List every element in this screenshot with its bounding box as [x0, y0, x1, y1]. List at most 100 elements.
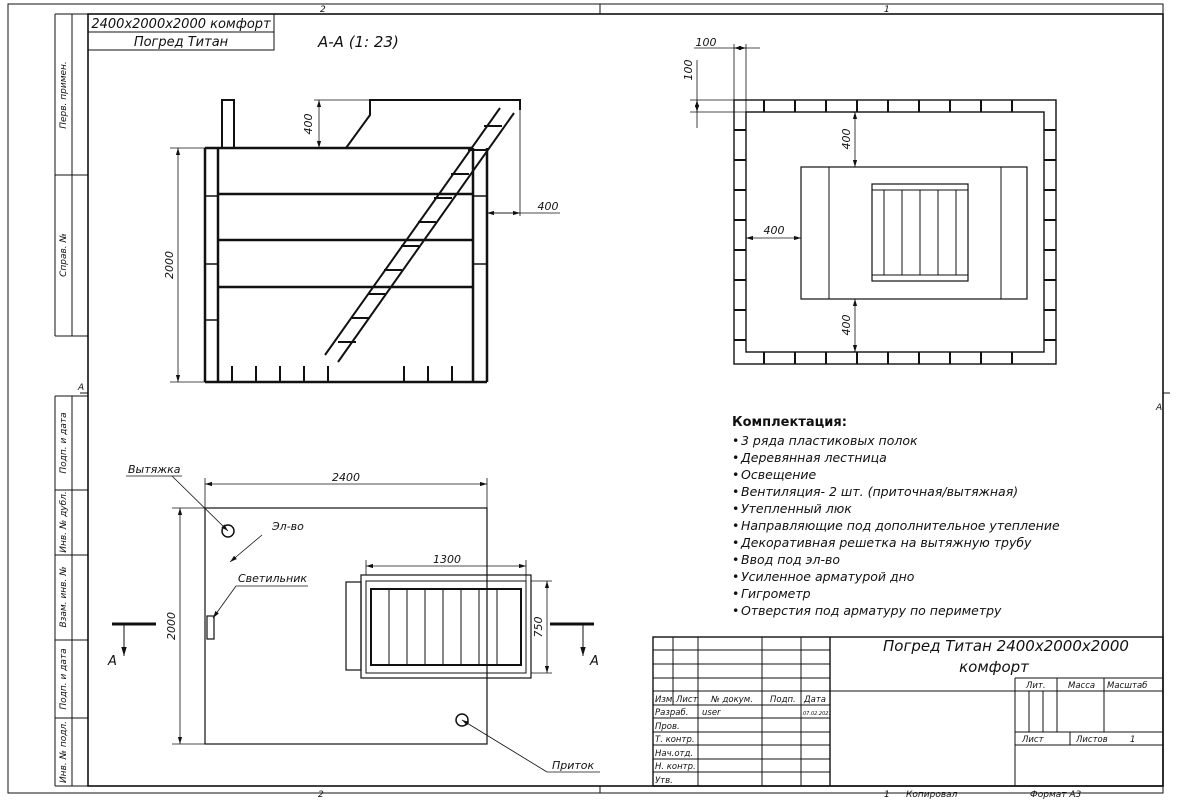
- specification-item: •Декоративная решетка на вытяжную трубу: [732, 534, 1112, 551]
- section-dim-side: 400: [538, 200, 559, 213]
- specification-list: Комплектация: •3 ряда пластиковых полок•…: [732, 414, 1112, 619]
- specification-item-text: Усиленное арматурой дно: [741, 569, 915, 584]
- tb-col-izm: Изм.: [655, 695, 675, 705]
- tb-sheet-label: Лист: [1021, 735, 1045, 745]
- top-dim-brick-height: 100: [682, 60, 695, 81]
- top-stamp-line2: 2400x2000x2000 комфорт: [91, 17, 271, 32]
- strip-label-5: Подп. и дата: [59, 648, 69, 709]
- left-side-strip: [54, 13, 88, 787]
- specification-item: •Вентиляция- 2 шт. (приточная/вытяжная): [732, 483, 1112, 500]
- specification-item-text: Вентиляция- 2 шт. (приточная/вытяжная): [741, 484, 1019, 499]
- bullet-icon: •: [732, 569, 740, 584]
- specification-item: •Деревянная лестница: [732, 449, 1112, 466]
- copied-label: Копировал: [906, 790, 958, 800]
- specification-item-text: Декоративная решетка на вытяжную трубу: [741, 535, 1032, 550]
- bullet-icon: •: [732, 586, 740, 601]
- strip-label-6: Инв. № подл.: [59, 721, 69, 783]
- tb-col-doc: № докум.: [710, 695, 753, 705]
- tb-scale-label: Масштаб: [1107, 681, 1147, 691]
- title-name-line2: комфорт: [959, 658, 1030, 676]
- strip-label-0: Перв. примен.: [59, 61, 69, 129]
- zone-side-right: A: [1155, 403, 1162, 413]
- strip-label-2: Подп. и дата: [59, 412, 69, 473]
- tb-row-prov: Пров.: [655, 722, 680, 732]
- tb-row-tkontr: Т. контр.: [655, 735, 695, 745]
- bullet-icon: •: [732, 450, 740, 465]
- top-view-dimensions: [690, 44, 858, 352]
- top-stamp: [87, 13, 275, 51]
- ladder: [324, 107, 515, 363]
- zone-side-left: A: [77, 383, 84, 393]
- tb-razrab-name: user: [702, 708, 721, 718]
- plan-dim-height: 2000: [165, 612, 178, 640]
- strip-label-3: Инв. № дубл.: [59, 491, 69, 553]
- section-view: [203, 99, 521, 384]
- strip-label-4: Взам. инв. №: [59, 566, 69, 627]
- specification-title: Комплектация:: [732, 415, 847, 430]
- drawing-frame: [7, 3, 1170, 794]
- bullet-icon: •: [732, 501, 740, 516]
- top-view: [733, 99, 1057, 365]
- plan-dim-hatch-height: 750: [532, 617, 545, 638]
- specification-item: •Освещение: [732, 466, 1112, 483]
- plan-dimensions: [126, 475, 600, 773]
- tb-lit-label: Лит.: [1025, 681, 1046, 691]
- bullet-icon: •: [732, 552, 740, 567]
- specification-item-text: Отверстия под арматуру по периметру: [741, 603, 1002, 618]
- bullet-icon: •: [732, 433, 740, 448]
- plan-view: [204, 507, 532, 745]
- specification-item-text: Утепленный люк: [741, 501, 852, 516]
- section-dim-top: 400: [302, 114, 315, 135]
- top-dim-left-gap: 400: [764, 224, 785, 237]
- tb-row-razrab: Разраб.: [655, 708, 688, 718]
- tb-row-nkontr: Н. контр.: [655, 762, 696, 772]
- tb-row-nachotd: Нач.отд.: [655, 749, 693, 759]
- label-lamp: Светильник: [238, 572, 307, 585]
- specification-item: •Утепленный люк: [732, 500, 1112, 517]
- section-dimensions: [170, 99, 560, 383]
- tb-mass-label: Масса: [1068, 681, 1095, 691]
- tb-row-utv: Утв.: [655, 776, 673, 786]
- zone-bottom-right: 1: [884, 790, 890, 800]
- zone-top-right: 1: [884, 5, 890, 15]
- format-label: Формат А3: [1030, 790, 1082, 800]
- specification-item-text: 3 ряда пластиковых полок: [741, 433, 918, 448]
- strip-label-1: Справ. №: [59, 233, 69, 277]
- specification-item: •Усиленное арматурой дно: [732, 568, 1112, 585]
- tb-col-date: Дата: [803, 695, 826, 705]
- title-name-line1: Погред Титан 2400x2000x2000: [883, 637, 1129, 655]
- section-dim-height: 2000: [163, 251, 176, 279]
- specification-item-text: Деревянная лестница: [741, 450, 887, 465]
- top-dim-top-gap: 400: [840, 129, 853, 150]
- specification-item-text: Освещение: [741, 467, 817, 482]
- bullet-icon: •: [732, 484, 740, 499]
- plan-dim-width: 2400: [332, 471, 360, 484]
- section-cut-marks: [112, 622, 594, 656]
- label-inflow: Приток: [552, 759, 595, 772]
- specification-items: •3 ряда пластиковых полок•Деревянная лес…: [732, 432, 1112, 619]
- zone-top-left: 2: [320, 5, 326, 15]
- top-dim-bottom-gap: 400: [840, 315, 853, 336]
- specification-item: •3 ряда пластиковых полок: [732, 432, 1112, 449]
- bullet-icon: •: [732, 603, 740, 618]
- top-dim-brick-width: 100: [696, 36, 717, 49]
- specification-item-text: Ввод под эл-во: [741, 552, 841, 567]
- bullet-icon: •: [732, 518, 740, 533]
- top-stamp-line1: Погред Титан: [134, 35, 229, 50]
- specification-item: •Направляющие под дополнительное утеплен…: [732, 517, 1112, 534]
- tb-razrab-date: 07.02.2021: [803, 711, 832, 717]
- specification-item: •Отверстия под арматуру по периметру: [732, 602, 1112, 619]
- tb-col-list: Лист: [675, 695, 699, 705]
- bullet-icon: •: [732, 467, 740, 482]
- label-exhaust: Вытяжка: [128, 463, 181, 476]
- specification-item-text: Гигрометр: [741, 586, 811, 601]
- section-mark-right: А: [589, 654, 599, 669]
- section-title: А-А (1: 23): [317, 33, 399, 51]
- section-mark-left: А: [107, 654, 117, 669]
- label-electric: Эл-во: [271, 520, 304, 533]
- zone-bottom-left: 2: [318, 790, 324, 800]
- plan-dim-hatch-width: 1300: [433, 553, 461, 566]
- tb-sheets-value: 1: [1130, 735, 1135, 745]
- specification-item: •Ввод под эл-во: [732, 551, 1112, 568]
